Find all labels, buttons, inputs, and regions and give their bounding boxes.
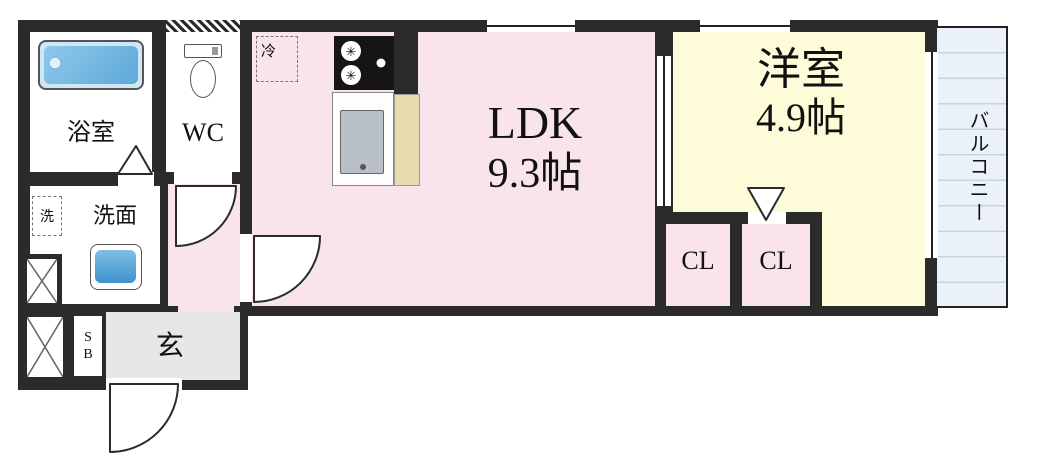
- washing-machine-icon: 洗: [32, 196, 62, 236]
- bathroom-label: 浴室: [67, 120, 115, 146]
- entrance-label: 玄: [155, 331, 184, 362]
- stove-icon: ✳ ✳: [334, 36, 394, 90]
- doorway-ldk: [240, 234, 252, 302]
- cross-hatch-icon: [27, 259, 57, 303]
- shoe-box-label-top: S: [84, 329, 92, 345]
- kitchen-wall-stub: [394, 20, 418, 94]
- window-balcony: [925, 52, 938, 258]
- sliding-door-ldk-western: [657, 56, 671, 206]
- balcony-floor: [937, 26, 1008, 308]
- kitchen-counter-end: [394, 94, 420, 186]
- refrigerator-space: 冷: [256, 36, 298, 82]
- shoe-box-label-bottom: B: [83, 347, 93, 362]
- toilet-flush-icon: [212, 47, 218, 55]
- ldk-label: LDK 9.3帖: [410, 96, 660, 200]
- hallway-floor: [168, 184, 240, 306]
- window-top-western-room: [700, 20, 790, 32]
- washer-label: 洗: [40, 210, 54, 225]
- balcony-label: バルコニー: [966, 109, 988, 225]
- wash-basin-bowl: [95, 250, 136, 283]
- ldk-size: 9.3帖: [487, 151, 583, 198]
- western-room-label: 洋室 4.9帖: [678, 44, 924, 141]
- refrigerator-label: 冷: [261, 44, 277, 60]
- closet-right-label: CL: [759, 246, 793, 275]
- closet-right-floor: [742, 224, 810, 306]
- shoe-box: S B: [70, 312, 106, 380]
- stove-burners-icon: ✳ ✳: [341, 41, 386, 85]
- western-room-size: 4.9帖: [756, 95, 846, 141]
- window-sash-line: [487, 25, 575, 27]
- doorway-bathroom: [118, 172, 154, 186]
- wc-label: WC: [182, 118, 224, 147]
- kitchen-faucet-icon: [360, 164, 366, 170]
- toilet-bowl-icon: [190, 60, 216, 98]
- bathtub-drain-icon: [50, 58, 60, 68]
- window-sash-line: [931, 52, 933, 258]
- pipe-shaft-lower: [22, 312, 68, 382]
- window-sash-line: [700, 25, 790, 27]
- closet-left-label: CL: [681, 246, 715, 275]
- wash-basin-icon: [90, 244, 142, 290]
- bathtub-icon: [38, 40, 144, 90]
- ldk-name: LDK: [487, 97, 583, 148]
- pipe-shaft-upper: [22, 254, 62, 308]
- door-panel-line: [663, 56, 665, 206]
- entrance-floor: [104, 312, 240, 380]
- doorway-closet: [748, 212, 786, 224]
- closet-left-floor: [666, 224, 730, 306]
- doorway-entrance: [106, 378, 182, 390]
- doorway-wc: [174, 172, 232, 184]
- window-top-ldk: [487, 20, 575, 32]
- washroom-label: 洗面: [92, 203, 137, 228]
- western-room-name: 洋室: [757, 45, 845, 94]
- kitchen-sink-icon: [340, 110, 384, 174]
- hallway-opening: [178, 304, 234, 314]
- svg-text:✳: ✳: [346, 68, 357, 83]
- svg-text:✳: ✳: [346, 44, 357, 59]
- bathtub-basin: [44, 46, 138, 84]
- door-arc-entrance-icon: [109, 383, 179, 453]
- cross-hatch-icon: [27, 317, 63, 377]
- hatched-wall-above-wc: [166, 20, 240, 32]
